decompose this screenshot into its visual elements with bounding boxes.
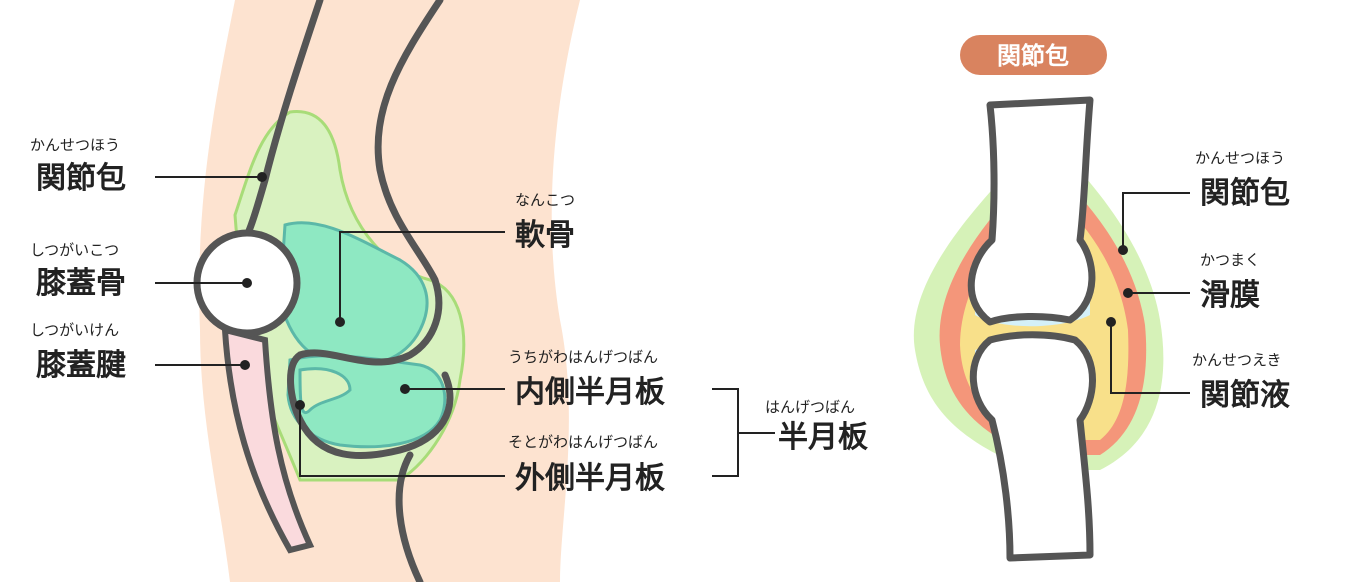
svg-text:関節液: 関節液 [1200, 378, 1290, 413]
tendon-shape [221, 326, 315, 554]
label-synovium: かつまく 滑膜 [1123, 251, 1260, 313]
svg-text:膝蓋骨: 膝蓋骨 [36, 266, 126, 301]
label-synovial-fluid: かんせつえき 関節液 [1106, 317, 1290, 413]
lower-bone [969, 331, 1096, 562]
femur-front-outline [241, 0, 324, 244]
label-medial-meniscus: うちがわはんげつばん 内側半月板 [400, 348, 665, 410]
svg-text:しつがいけん: しつがいけん [30, 321, 119, 339]
svg-text:関節包: 関節包 [997, 42, 1069, 70]
svg-text:かんせつえき: かんせつえき [1192, 351, 1282, 369]
label-meniscus: はんげつばん 半月板 [712, 388, 868, 477]
joint-illustration [913, 96, 1164, 562]
svg-text:膝蓋腱: 膝蓋腱 [36, 348, 126, 383]
label-capsule: かんせつほう 関節包 [30, 136, 267, 196]
knee-illustration [193, 0, 581, 582]
svg-text:なんこつ: なんこつ [515, 191, 575, 209]
tibia-outline [296, 371, 454, 582]
femur-back-outline [287, 0, 444, 424]
label-patellar-tendon: しつがいけん 膝蓋腱 [30, 321, 250, 383]
svg-text:うちがわはんげつばん: うちがわはんげつばん [508, 348, 658, 366]
svg-text:関節包: 関節包 [1200, 176, 1290, 211]
svg-text:軟骨: 軟骨 [515, 218, 575, 253]
svg-text:滑膜: 滑膜 [1200, 278, 1260, 313]
svg-text:半月板: 半月板 [778, 420, 868, 455]
badge-joint-capsule: 関節包 [960, 35, 1107, 75]
svg-text:かんせつほう: かんせつほう [1195, 149, 1285, 167]
svg-text:内側半月板: 内側半月板 [515, 375, 665, 410]
label-lateral-meniscus: そとがわはんげつばん 外側半月板 [295, 400, 665, 496]
svg-text:かつまく: かつまく [1200, 251, 1260, 269]
svg-text:はんげつばん: はんげつばん [765, 398, 855, 416]
svg-text:関節包: 関節包 [36, 161, 126, 196]
label-patella: しつがいこつ 膝蓋骨 [30, 241, 252, 301]
svg-text:そとがわはんげつばん: そとがわはんげつばん [508, 433, 658, 451]
upper-bone [967, 96, 1096, 326]
svg-text:かんせつほう: かんせつほう [30, 136, 120, 154]
svg-text:しつがいこつ: しつがいこつ [30, 241, 119, 259]
label-joint-capsule: かんせつほう 関節包 [1118, 149, 1290, 255]
label-cartilage: なんこつ 軟骨 [335, 191, 575, 327]
svg-text:外側半月板: 外側半月板 [515, 461, 665, 496]
